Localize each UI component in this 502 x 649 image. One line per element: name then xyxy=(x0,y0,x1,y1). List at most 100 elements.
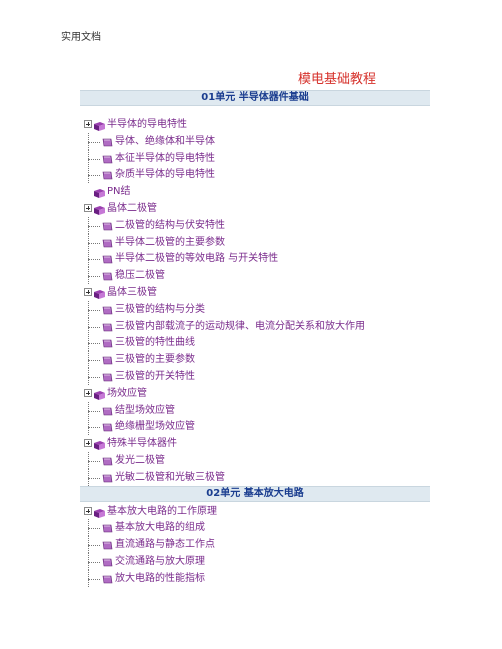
book-icon xyxy=(94,204,105,215)
header-note: 实用文档 xyxy=(61,32,101,43)
book-icon xyxy=(94,187,105,199)
tree-line xyxy=(88,250,89,268)
tree-connector xyxy=(88,427,100,429)
item-title: 半导体二极管的等效电路 与开关特性 xyxy=(115,253,279,265)
expand-toggle-icon[interactable] xyxy=(84,204,92,212)
book-icon xyxy=(94,439,105,451)
section-title: 晶体三极管 xyxy=(107,287,157,298)
tree-connector xyxy=(88,242,100,244)
page-icon xyxy=(102,337,113,348)
tree-line xyxy=(88,452,89,469)
doc-title-text: 模电基础教程 xyxy=(298,72,377,87)
tree-line xyxy=(88,401,89,419)
page-icon xyxy=(102,220,113,231)
item-title: 二极管的结构与伏安特性 xyxy=(115,219,225,231)
item-title: 三极管的开关特性 xyxy=(115,371,195,382)
tree-line xyxy=(88,519,89,537)
unit-header: 02单元 基本放大电路 xyxy=(80,485,430,502)
tree-connector xyxy=(88,158,100,160)
expand-toggle-icon[interactable] xyxy=(84,120,92,128)
item-title: 放大电路的性能指标 xyxy=(115,572,205,584)
tree-connector xyxy=(88,528,100,530)
tree-connector xyxy=(88,360,100,362)
tree-connector xyxy=(88,309,100,311)
page-icon xyxy=(102,304,113,315)
page-icon xyxy=(102,455,113,466)
tree-connector xyxy=(88,326,100,328)
page-icon xyxy=(102,169,113,180)
section-title: 特殊半导体器件 xyxy=(107,438,177,450)
tree-connector xyxy=(88,578,100,580)
tree-line xyxy=(88,334,89,352)
tree-line xyxy=(88,536,89,554)
item-title: 三极管的结构与分类 xyxy=(115,303,205,315)
tree-connector xyxy=(88,477,100,479)
tree-connector xyxy=(88,276,100,278)
page-icon xyxy=(102,573,113,584)
page-icon xyxy=(102,371,113,382)
item-title: 半导体二极管的主要参数 xyxy=(115,236,225,248)
tree-line xyxy=(88,368,89,385)
page-icon xyxy=(102,153,113,163)
tree-line xyxy=(88,267,89,285)
page-icon xyxy=(102,321,113,331)
tree-connector xyxy=(88,562,100,563)
tree-line xyxy=(88,351,89,369)
expand-toggle-icon[interactable] xyxy=(84,388,92,397)
tree-line xyxy=(88,569,89,587)
item-title: 直流通路与静态工作点 xyxy=(115,539,215,551)
page-icon xyxy=(102,405,113,415)
page-icon xyxy=(102,270,113,281)
tree-connector xyxy=(88,377,100,378)
section-title: 基本放大电路的工作原理 xyxy=(107,505,217,517)
tree-line xyxy=(88,233,89,251)
section-title: PN结 xyxy=(107,186,131,198)
tree-line xyxy=(88,132,89,150)
expand-toggle-icon[interactable] xyxy=(84,288,92,296)
section-title: 场效应管 xyxy=(107,387,147,399)
page-icon xyxy=(102,539,113,550)
item-title: 发光二极管 xyxy=(115,455,165,466)
item-title: 三极管的特性曲线 xyxy=(115,337,195,349)
item-title: 本征半导体的导电特性 xyxy=(115,152,215,164)
book-icon xyxy=(94,288,105,299)
tree-connector xyxy=(88,175,100,177)
book-icon xyxy=(94,507,105,518)
tree-connector xyxy=(88,259,100,261)
tree-line xyxy=(88,300,89,318)
tree-connector xyxy=(88,225,100,227)
book-icon xyxy=(94,120,105,131)
tree-connector xyxy=(88,461,100,462)
item-title: 结型场效应管 xyxy=(115,404,175,416)
expand-toggle-icon[interactable] xyxy=(84,439,92,448)
tree-connector xyxy=(88,545,100,547)
tree-connector xyxy=(88,410,100,412)
item-title: 三极管的主要参数 xyxy=(115,354,195,366)
tree-connector xyxy=(88,141,100,143)
section-title: 半导体的导电特性 xyxy=(107,119,187,130)
item-title: 基本放大电路的组成 xyxy=(115,522,205,534)
item-title: 绝缘栅型场效应管 xyxy=(115,421,195,433)
unit-header: 01单元 半导体器件基础 xyxy=(80,90,430,106)
item-title: 杂质半导体的导电特性 xyxy=(115,169,215,181)
tree-line xyxy=(88,216,89,234)
page-icon xyxy=(102,522,113,533)
page-icon xyxy=(102,472,113,483)
page-icon xyxy=(102,421,113,432)
page-icon xyxy=(102,253,113,264)
page-icon xyxy=(102,556,113,567)
tree-line xyxy=(88,149,89,167)
page-icon xyxy=(102,136,113,147)
item-title: 交流通路与放大原理 xyxy=(115,556,205,567)
expand-toggle-icon[interactable] xyxy=(84,506,92,515)
tree-line xyxy=(88,553,89,570)
item-title: 导体、绝缘体和半导体 xyxy=(115,135,215,147)
page-icon xyxy=(102,354,113,365)
item-title: 三极管内部载流子的运动规律、电流分配关系和放大作用 xyxy=(115,320,365,332)
tree-line xyxy=(88,468,89,486)
section-title: 晶体二极管 xyxy=(107,203,157,214)
item-title: 稳压二极管 xyxy=(115,270,165,282)
tree-line xyxy=(88,317,89,335)
tree-line xyxy=(88,166,89,184)
tree-connector xyxy=(88,343,100,345)
